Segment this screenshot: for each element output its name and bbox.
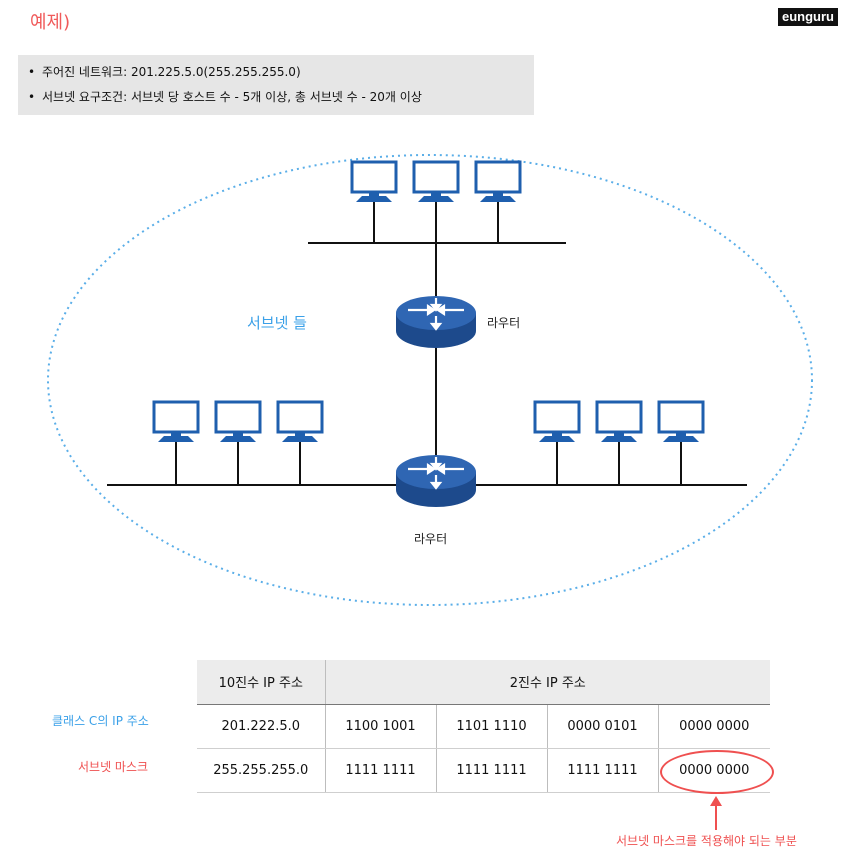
bullet-dot: •	[28, 90, 36, 104]
monitor-icon	[474, 160, 522, 204]
problem-text: 주어진 네트워크: 201.225.5.0(255.255.255.0)	[42, 65, 301, 79]
binary-octet-cell: 1101 1110	[436, 704, 548, 749]
binary-octet-cell: 1100 1001	[325, 704, 437, 749]
binary-octet-cell: 1111 1111	[436, 748, 548, 793]
decimal-ip-cell: 201.222.5.0	[197, 704, 326, 749]
monitor-icon	[152, 400, 200, 444]
header-binary: 2진수 IP 주소	[325, 660, 770, 705]
bullet-dot: •	[28, 65, 36, 79]
annotation-text: 서브넷 마스크를 적용해야 되는 부분	[616, 834, 797, 848]
monitor-icon	[214, 400, 262, 444]
router-label: 라우터	[487, 316, 521, 330]
header-decimal: 10진수 IP 주소	[197, 660, 326, 705]
binary-octet-cell: 0000 0101	[547, 704, 659, 749]
router-label: 라우터	[414, 532, 448, 546]
monitor-icon	[350, 160, 398, 204]
binary-octet-cell: 1111 1111	[547, 748, 659, 793]
problem-bullet: • 주어진 네트워크: 201.225.5.0(255.255.255.0)	[28, 60, 534, 85]
row-label-class-c: 클래스 C의 IP 주소	[52, 714, 149, 728]
example-title: 예제)	[30, 12, 71, 33]
annotation-arrow-icon	[710, 796, 722, 830]
problem-box: • 주어진 네트워크: 201.225.5.0(255.255.255.0) • 서…	[18, 55, 534, 115]
brand-logo: eunguru	[778, 8, 838, 26]
router-icon	[394, 294, 478, 350]
problem-bullet: • 서브넷 요구조건: 서브넷 당 호스트 수 - 5개 이상, 총 서브넷 수 …	[28, 85, 534, 110]
monitor-icon	[595, 400, 643, 444]
router-icon	[394, 453, 478, 509]
table-header-row: 10진수 IP 주소 2진수 IP 주소	[197, 660, 770, 705]
subnet-boundary-ellipse	[47, 154, 813, 606]
network-diagram	[47, 154, 813, 606]
monitor-icon	[533, 400, 581, 444]
table-row: 201.222.5.0 1100 1001 1101 1110 0000 010…	[197, 704, 770, 749]
monitor-icon	[412, 160, 460, 204]
binary-octet-cell: 0000 0000	[658, 704, 770, 749]
highlight-ellipse	[660, 750, 774, 794]
binary-octet-cell: 1111 1111	[325, 748, 437, 793]
problem-text: 서브넷 요구조건: 서브넷 당 호스트 수 - 5개 이상, 총 서브넷 수 -…	[42, 90, 422, 104]
decimal-mask-cell: 255.255.255.0	[197, 748, 326, 793]
subnet-group-label: 서브넷 들	[247, 314, 307, 332]
row-label-subnet-mask: 서브넷 마스크	[78, 760, 149, 774]
ip-address-table: 10진수 IP 주소 2진수 IP 주소 201.222.5.0 1100 10…	[197, 660, 770, 793]
monitor-icon	[657, 400, 705, 444]
monitor-icon	[276, 400, 324, 444]
